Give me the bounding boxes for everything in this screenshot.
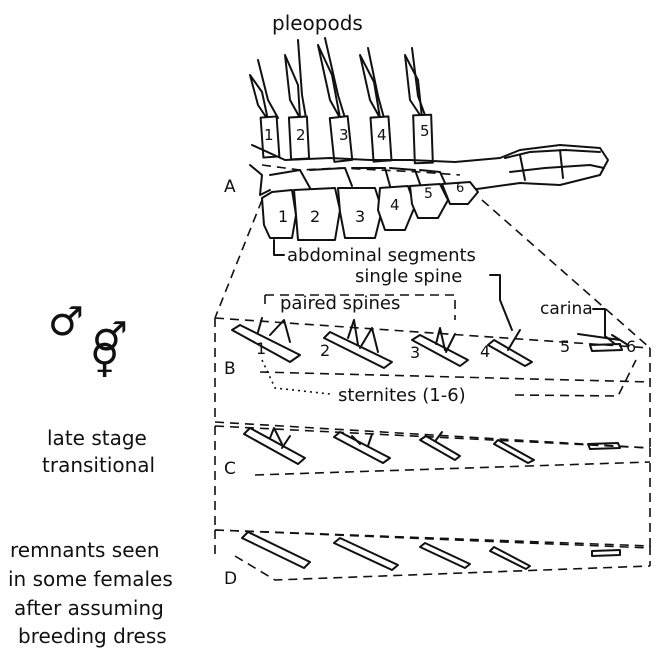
segment-number-4: 4 — [390, 196, 400, 214]
remnants-line-1: remnants seen — [10, 538, 160, 562]
sternite-number-2: 2 — [320, 341, 330, 360]
sternite-number-3: 3 — [410, 343, 420, 362]
paired-spines-label: paired spines — [280, 293, 400, 314]
sternite-number-5: 5 — [560, 337, 570, 356]
carina-label: carina — [540, 299, 593, 319]
pleopods-label: pleopods — [272, 11, 363, 35]
abdominal-segments-label: abdominal segments — [287, 245, 476, 266]
sternite-number-6: 6 — [626, 337, 636, 356]
pleopod-number-5: 5 — [420, 122, 430, 140]
sternite-number-1: 1 — [256, 339, 266, 358]
sternite-b-4 — [412, 335, 468, 366]
segment-number-6: 6 — [456, 181, 464, 196]
pleopod-number-1: 1 — [264, 126, 274, 144]
remnants-line-4: breeding dress — [18, 624, 167, 648]
projection-right — [482, 200, 650, 348]
pleopod-number-4: 4 — [377, 126, 387, 144]
panel-letter-a: A — [224, 177, 236, 197]
sternites-bracket-left — [262, 360, 330, 394]
male-symbol: ♂ — [48, 299, 84, 345]
sternite-number-4: 4 — [480, 342, 490, 361]
svg-text:♀: ♀ — [90, 336, 119, 382]
single-spine-leader — [490, 275, 512, 330]
pleopod-number-3: 3 — [339, 126, 349, 144]
sternite-b-3 — [324, 332, 392, 368]
segment-number-1: 1 — [278, 207, 288, 226]
panel-d-box — [215, 530, 650, 580]
panel-letter-d: D — [224, 569, 237, 589]
sternite-b-5 — [488, 340, 532, 366]
single-spine-label: single spine — [355, 266, 462, 287]
panel-c-sternites — [244, 428, 620, 464]
hermaphrodite-symbol: ♂ ♀ — [90, 314, 128, 382]
pleopods-group: 1 2 3 4 5 — [250, 38, 433, 163]
stage-line-2: transitional — [42, 453, 155, 477]
stage-line-1: late stage — [47, 426, 147, 450]
abdominal-segments-bracket — [274, 240, 284, 255]
pleopod-4 — [360, 48, 392, 162]
panel-letter-c: C — [224, 459, 236, 479]
segment-number-5: 5 — [424, 186, 433, 202]
remnants-line-2: in some females — [8, 567, 173, 591]
segment-number-3: 3 — [355, 207, 365, 226]
pleopod-5 — [405, 48, 433, 163]
panel-letter-b: B — [224, 359, 236, 379]
sternite-b-6 — [590, 344, 622, 351]
sternites-bracket-right — [515, 360, 636, 396]
remnants-line-3: after assuming — [14, 596, 164, 620]
pleopod-number-2: 2 — [296, 126, 306, 144]
segment-number-2: 2 — [310, 207, 320, 226]
sternites-label: sternites (1-6) — [338, 385, 466, 406]
projection-left — [215, 200, 262, 318]
